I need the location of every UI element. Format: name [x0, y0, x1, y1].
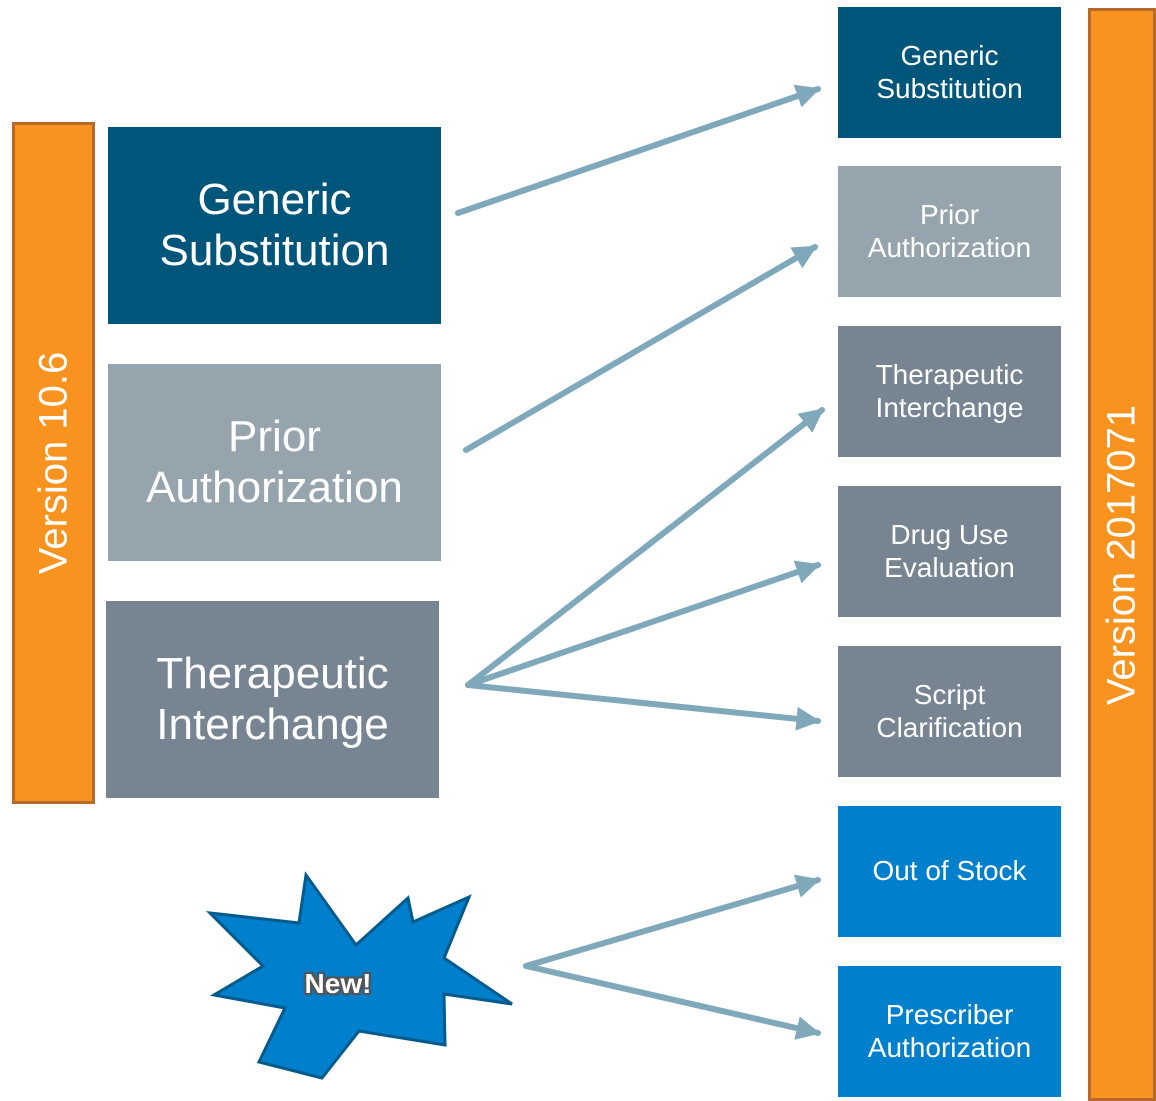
left-box-prior-authorization: Prior Authorization — [108, 364, 441, 561]
right-box-generic-substitution: Generic Substitution — [838, 7, 1061, 138]
right-box-prior-authorization: Prior Authorization — [838, 166, 1061, 297]
right-box-script-clarification: Script Clarification — [838, 646, 1061, 777]
arrow-prior-to-prior — [463, 244, 818, 453]
right-box-prescriber-authorization: Prescriber Authorization — [838, 966, 1061, 1097]
right-box-therapeutic-interchange: Therapeutic Interchange — [838, 326, 1061, 457]
left-box-generic-substitution: Generic Substitution — [108, 127, 441, 324]
new-starburst-icon — [205, 871, 513, 1080]
right-box-drug-use-evaluation: Drug Use Evaluation — [838, 486, 1061, 617]
left-box-therapeutic-interchange: Therapeutic Interchange — [106, 601, 439, 798]
version-bar-right: Version 2017071 — [1088, 8, 1156, 1101]
arrow-new-to-out-of-stock — [523, 874, 821, 969]
arrow-therapeutic-to-drug-use — [465, 560, 821, 688]
arrow-new-to-prescriber — [523, 963, 821, 1040]
arrow-therapeutic-to-script — [465, 682, 821, 731]
right-box-out-of-stock: Out of Stock — [838, 806, 1061, 937]
arrow-therapeutic-to-therapeutic — [465, 407, 825, 688]
new-badge-label: New! — [304, 968, 372, 999]
arrow-generic-to-generic — [455, 84, 821, 216]
version-bar-left: Version 10.6 — [12, 122, 95, 804]
